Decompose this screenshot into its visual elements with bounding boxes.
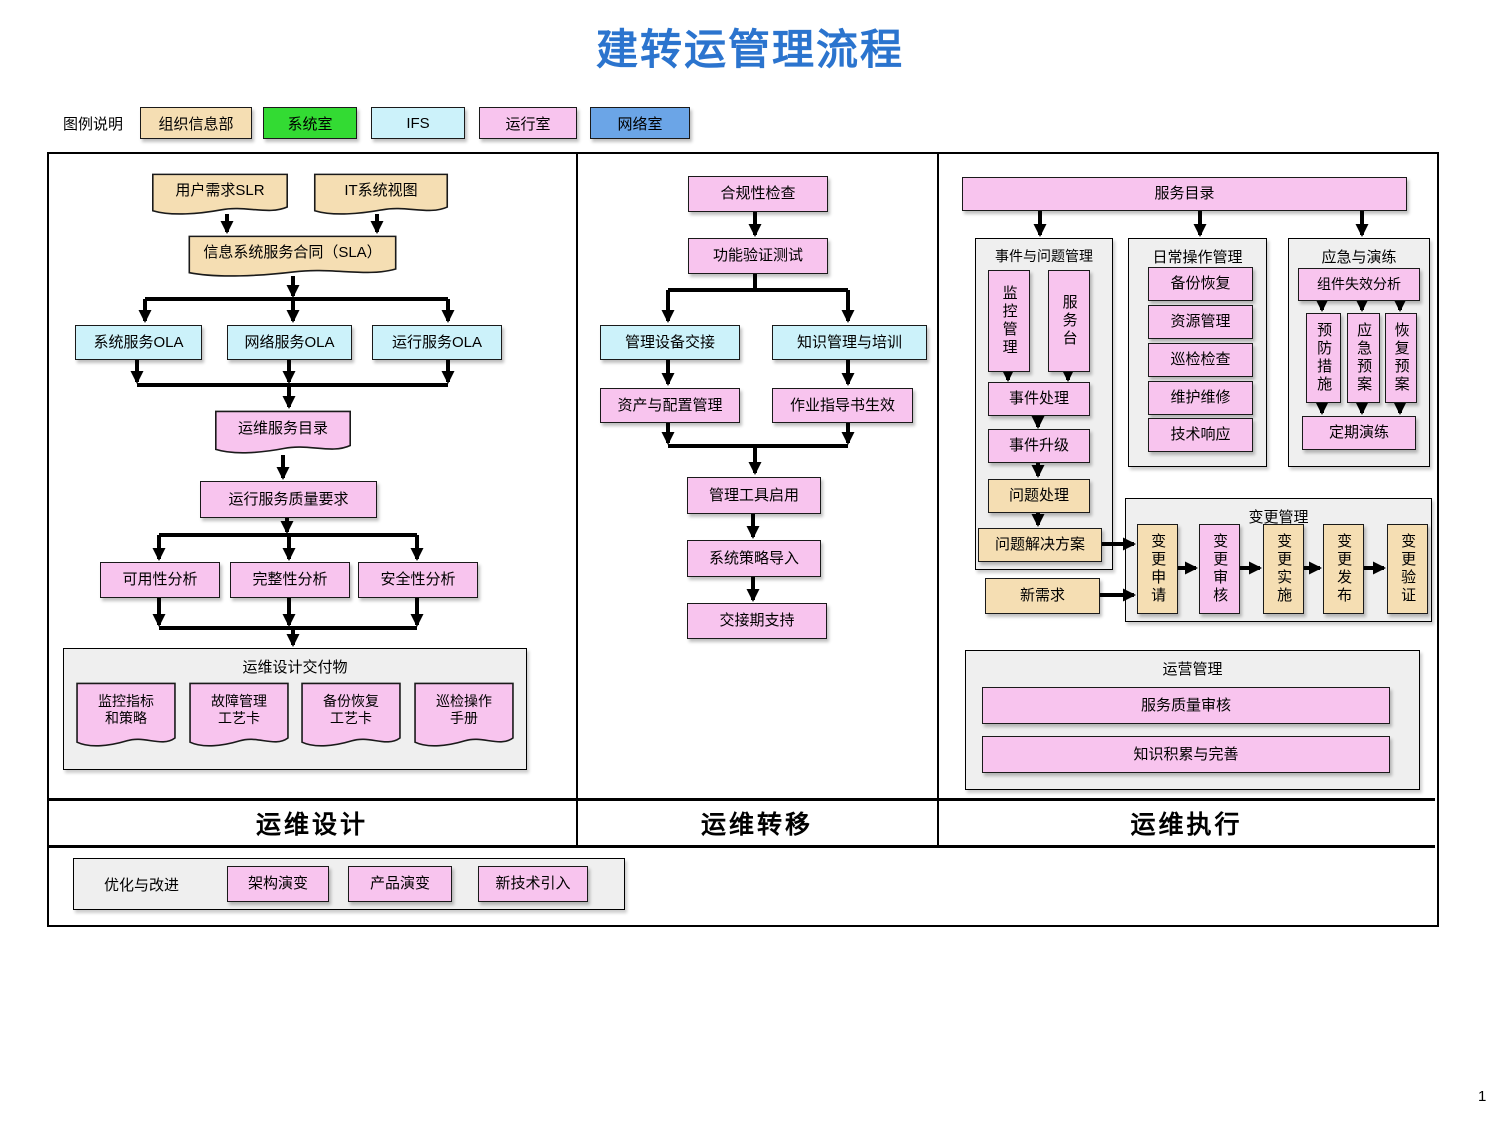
flow-node-product-evolution: 产品演变 (348, 866, 452, 902)
flow-node-new-tech-intro: 新技术引入 (478, 866, 588, 902)
legend-network-room: 网络室 (590, 107, 690, 139)
flow-node-knowledge-improve: 知识积累与完善 (982, 736, 1390, 773)
flow-node-availability-analysis: 可用性分析 (100, 562, 220, 598)
flow-node-security-analysis: 安全性分析 (358, 562, 478, 598)
flow-node-change-request: 变更申请 (1137, 524, 1178, 614)
flow-node-problem-solution: 问题解决方案 (978, 528, 1102, 562)
flow-node-service-quality-audit: 服务质量审核 (982, 687, 1390, 724)
flow-node-prevention-measures: 预防措施 (1306, 313, 1341, 403)
flow-node-new-demand: 新需求 (985, 578, 1100, 614)
group-title-change-management: 变更管理 (1248, 509, 1309, 526)
flow-node-incident-handling: 事件处理 (988, 382, 1090, 416)
legend-org-info-dept: 组织信息部 (140, 107, 252, 139)
flow-node-function-test: 功能验证测试 (688, 238, 828, 274)
lane-label-design: 运维设计 (255, 811, 368, 839)
flow-node-monitoring-mgmt: 监控管理 (988, 270, 1030, 372)
flow-node-knowledge-training: 知识管理与培训 (772, 325, 927, 360)
legend-operation-room: 运行室 (479, 107, 577, 139)
lane-label-band-bottom (47, 845, 1435, 848)
flow-node-asset-config: 资产与配置管理 (600, 388, 740, 423)
page-title: 建转运管理流程 (595, 26, 904, 73)
flow-doc-fault-mgmt-card: 故障管理 工艺卡 (188, 682, 290, 752)
flow-node-change-implement: 变更实施 (1263, 524, 1304, 614)
lane-label-execute: 运维执行 (1130, 811, 1243, 839)
flow-node-sys-strategy-import: 系统策略导入 (687, 540, 821, 577)
diagram-frame (47, 152, 1439, 927)
flow-node-work-instruction: 作业指导书生效 (772, 388, 913, 423)
flow-node-handover-support: 交接期支持 (687, 603, 827, 639)
flow-node-problem-handling: 问题处理 (988, 479, 1090, 513)
group-title-emergency-drill: 应急与演练 (1321, 249, 1397, 266)
flow-doc-inspection-manual: 巡检操作 手册 (413, 682, 515, 752)
lane-divider-2 (937, 152, 939, 848)
flow-node-service-desk: 服务台 (1048, 270, 1090, 372)
flow-doc-user-slr: 用户需求SLR (150, 173, 290, 219)
flow-node-ops-ola: 运行服务OLA (372, 325, 502, 360)
flow-node-net-ola: 网络服务OLA (227, 325, 352, 360)
flow-node-compliance-check: 合规性检查 (688, 176, 828, 212)
group-title-operation-management: 运营管理 (1162, 661, 1223, 678)
group-title-design-deliverables: 运维设计交付物 (242, 659, 348, 676)
flow-node-incident-escalation: 事件升级 (988, 429, 1090, 463)
flow-doc-it-view: IT系统视图 (312, 173, 450, 219)
flow-node-resource-mgmt: 资源管理 (1148, 305, 1253, 339)
flow-node-component-failure-analysis: 组件失效分析 (1298, 268, 1420, 301)
flow-node-integrity-analysis: 完整性分析 (230, 562, 350, 598)
lane-label-transfer: 运维转移 (700, 811, 813, 839)
flow-node-tech-response: 技术响应 (1148, 418, 1253, 452)
flow-node-arch-evolution: 架构演变 (227, 866, 329, 902)
lane-divider-1 (576, 152, 578, 848)
legend-label: 图例说明 (63, 116, 124, 133)
flow-node-quality-req: 运行服务质量要求 (200, 481, 377, 518)
lane-label-band-top (47, 798, 1435, 801)
legend-ifs: IFS (371, 107, 465, 139)
flow-node-recovery-plan: 恢复预案 (1385, 313, 1417, 403)
flow-node-maintenance-repair: 维护维修 (1148, 381, 1253, 415)
flow-node-service-catalog: 服务目录 (962, 177, 1407, 211)
flow-node-change-release: 变更发布 (1323, 524, 1364, 614)
group-title-daily-operation: 日常操作管理 (1152, 249, 1243, 266)
flow-node-change-review: 变更审核 (1199, 524, 1240, 614)
flow-node-device-handover: 管理设备交接 (600, 325, 740, 360)
flow-doc-ops-service-catalog: 运维服务目录 (213, 410, 353, 458)
group-title-incident-problem: 事件与问题管理 (995, 248, 1093, 264)
legend-system-room: 系统室 (263, 107, 357, 139)
flow-doc-backup-recovery-card: 备份恢复 工艺卡 (300, 682, 402, 752)
flow-doc-monitoring-indicators: 监控指标 和策略 (75, 682, 177, 752)
flow-node-mgmt-tool-enable: 管理工具启用 (687, 477, 821, 514)
flow-doc-sla: 信息系统服务合同（SLA） (185, 235, 400, 281)
flow-node-sys-ola: 系统服务OLA (75, 325, 202, 360)
flow-node-backup-recovery: 备份恢复 (1148, 267, 1253, 301)
flow-node-change-verify: 变更验证 (1387, 524, 1428, 614)
optimize-label: 优化与改进 (104, 876, 180, 894)
flow-node-inspection-check: 巡检检查 (1148, 343, 1253, 377)
page-number: 1 (1478, 1088, 1487, 1105)
flow-node-emergency-plan: 应急预案 (1347, 313, 1380, 403)
flow-node-periodic-drill: 定期演练 (1302, 416, 1416, 450)
